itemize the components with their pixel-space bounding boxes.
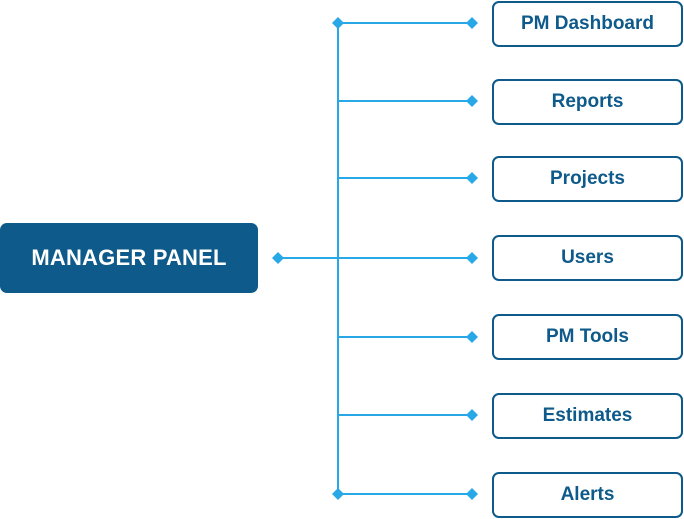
node-label: Alerts — [560, 484, 615, 505]
node-label: PM Dashboard — [520, 13, 655, 34]
node-reports[interactable]: Reports — [492, 79, 683, 125]
node-label: Reports — [551, 91, 624, 112]
connector-diamond — [332, 488, 344, 500]
connector-diamond — [466, 488, 478, 500]
node-projects[interactable]: Projects — [492, 156, 683, 202]
connector-diamond — [466, 331, 478, 343]
node-pm-dashboard[interactable]: PM Dashboard — [492, 1, 683, 47]
connector-diamond — [466, 172, 478, 184]
node-label: Estimates — [542, 405, 633, 426]
connector-diamond — [466, 95, 478, 107]
connector-diamond — [466, 409, 478, 421]
node-users[interactable]: Users — [492, 235, 683, 281]
connector-diamond — [466, 252, 478, 264]
node-label: Users — [561, 247, 614, 268]
node-pm-tools[interactable]: PM Tools — [492, 314, 683, 360]
node-alerts[interactable]: Alerts — [492, 472, 683, 518]
connector-diamond — [332, 17, 344, 29]
connector-root-diamond — [272, 252, 284, 264]
node-estimates[interactable]: Estimates — [492, 393, 683, 439]
manager-panel-label: MANAGER PANEL — [31, 245, 227, 270]
manager-panel-node[interactable]: MANAGER PANEL — [0, 223, 258, 293]
node-label: Projects — [550, 168, 625, 189]
connector-diamond — [466, 17, 478, 29]
node-label: PM Tools — [545, 326, 630, 347]
